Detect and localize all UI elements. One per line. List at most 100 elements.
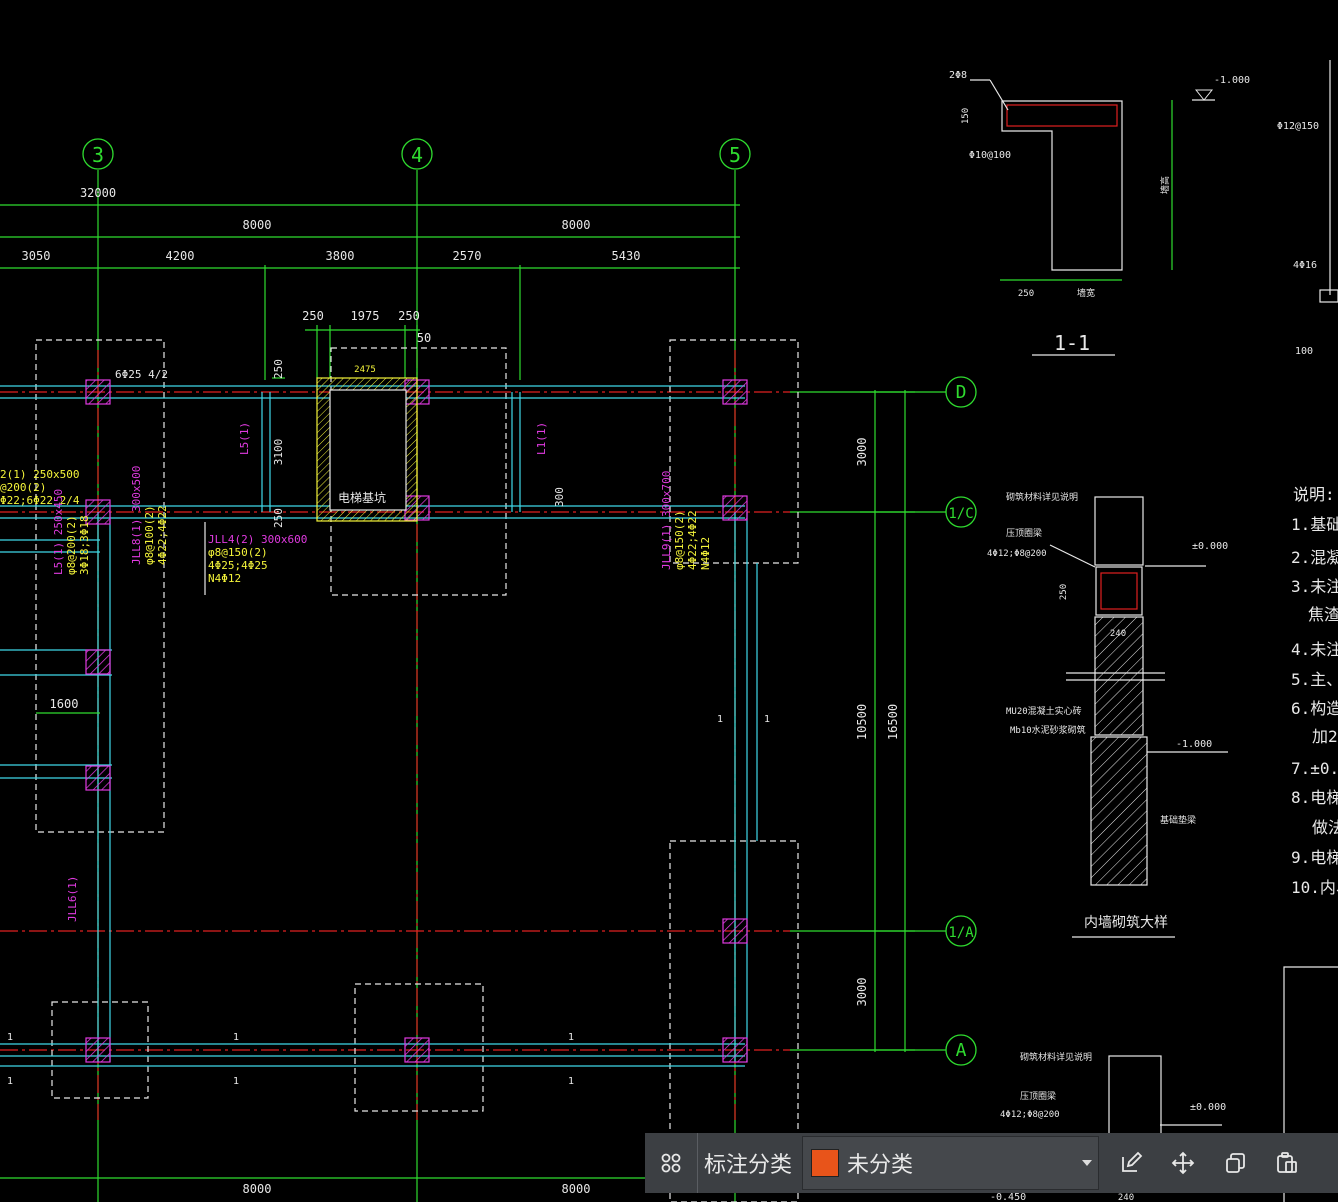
column — [404, 1037, 430, 1063]
wall-label: Mb10水泥砂浆砌筑 — [1010, 724, 1086, 736]
footing-outline — [354, 983, 484, 1112]
level-marker — [1194, 89, 1214, 101]
section-label: 100 — [1295, 346, 1313, 357]
wall-label: 4Φ12;Φ8@200 — [987, 549, 1047, 559]
dim-text: 240 — [1110, 629, 1126, 639]
section-marker: 1 — [7, 1076, 13, 1087]
dim-text: 240 — [1118, 1193, 1134, 1202]
dim-text: 8000 — [562, 218, 591, 232]
beam-note: 4Φ22;4Φ22 — [156, 505, 169, 565]
axis-bubble-top — [719, 138, 751, 170]
notes-title: 说明: — [1293, 485, 1335, 504]
move-button[interactable] — [1157, 1133, 1209, 1193]
section-label: Φ10@100 — [969, 150, 1011, 161]
section-marker: 1 — [7, 1032, 13, 1043]
wall-cap — [1094, 496, 1144, 566]
section-marker: 1 — [568, 1032, 574, 1043]
axis-label: 5 — [729, 143, 741, 167]
level-text: ±0.000 — [1190, 1102, 1226, 1113]
beam-note: JLL4(2) 300x600 — [208, 533, 307, 546]
level-text: ±0.000 — [1192, 541, 1228, 552]
paste-button[interactable] — [1261, 1133, 1313, 1193]
section-marker: 1 — [233, 1076, 239, 1087]
notes-item: 焦渣19 — [1308, 605, 1338, 624]
footing-outline — [35, 339, 165, 833]
beam-note: N4Φ12 — [208, 572, 241, 585]
dim-text: 250 — [398, 309, 420, 323]
wall-label: 压顶圈梁 — [1006, 527, 1042, 539]
beam-note: JLL6(1) — [66, 876, 79, 922]
category-dropdown[interactable]: 未分类 — [802, 1136, 1100, 1190]
dim-text: 250 — [1018, 289, 1034, 299]
axis-label: A — [956, 1040, 967, 1061]
wall-label: 基础垫梁 — [1160, 814, 1196, 826]
level-text: -1.000 — [1214, 75, 1250, 86]
dim-text: 1975 — [351, 309, 380, 323]
dim-text: 3000 — [855, 438, 869, 467]
frame-edge — [1283, 966, 1338, 1202]
section-base — [1319, 289, 1338, 303]
copy-icon — [1226, 1153, 1245, 1173]
copy-button[interactable] — [1209, 1133, 1261, 1193]
section-label: Φ12@150 — [1277, 121, 1319, 132]
pit-inner — [329, 389, 407, 511]
axis-label: 1/A — [948, 925, 974, 941]
beam-note: φ8@150(2) — [673, 510, 686, 570]
beam-note: N4Φ12 — [699, 537, 712, 570]
ring-beam — [1095, 566, 1143, 616]
column — [722, 918, 748, 944]
beam-note: L5(1) — [238, 422, 251, 455]
dim-text: 4200 — [166, 249, 195, 263]
dim-text: 250 — [302, 309, 324, 323]
section-marker: 1 — [233, 1032, 239, 1043]
beam-note: 6Φ25 4/2 — [115, 368, 168, 381]
dim-text: 10500 — [855, 704, 869, 740]
paste-icon — [1277, 1152, 1297, 1173]
dim-text: 250 — [272, 359, 285, 379]
category-color-swatch — [811, 1149, 840, 1177]
dim-text: 3800 — [326, 249, 355, 263]
column — [722, 379, 748, 405]
annotation-toolbar: 标注分类 未分类 — [645, 1133, 1338, 1193]
foundation-beam — [1090, 736, 1148, 886]
column — [85, 1037, 111, 1063]
column — [722, 1037, 748, 1063]
notes-item: 10.内、外 — [1291, 878, 1338, 897]
notes-item: 1.基础施 — [1291, 515, 1338, 534]
section-rebar — [1006, 104, 1118, 127]
section-marker: 1 — [764, 714, 770, 725]
leader — [989, 79, 1009, 111]
beam-note: φ8@200(2) — [65, 515, 78, 575]
footing-outline — [51, 1001, 149, 1099]
dim-text: 8000 — [243, 1182, 272, 1196]
section-1-1-outline — [1001, 100, 1123, 271]
axis-label: 1/C — [948, 506, 973, 522]
section-label: 4Φ16 — [1293, 260, 1317, 271]
level-text: -0.450 — [990, 1192, 1026, 1202]
column — [85, 379, 111, 405]
column — [85, 765, 111, 791]
beam-note: 2(1) 250x500 — [0, 468, 79, 481]
notes-item: 5.主、次 — [1291, 670, 1338, 689]
dim-text: 300 — [553, 487, 566, 507]
dim-text: 250 — [1059, 584, 1069, 600]
level-text: -1.000 — [1176, 739, 1212, 750]
wall-label: 压顶圈梁 — [1020, 1090, 1056, 1102]
dim-text: 3050 — [22, 249, 51, 263]
column — [722, 495, 748, 521]
ring-beam-rebar — [1100, 572, 1138, 610]
beam-note: φ8@100(2) — [143, 505, 156, 565]
notes-item: 9.电梯基 — [1291, 848, 1338, 867]
column — [85, 649, 111, 675]
dim-text: 2570 — [453, 249, 482, 263]
grid-icon — [661, 1153, 681, 1173]
edit-button[interactable] — [1105, 1133, 1157, 1193]
dim-text: 8000 — [562, 1182, 591, 1196]
wall-label: MU20混凝土实心砖 — [1006, 705, 1082, 717]
section-title: 1-1 — [1054, 331, 1090, 355]
grid-button[interactable] — [645, 1133, 697, 1193]
category-selected-value: 未分类 — [847, 1153, 914, 1178]
beam-note: 4Φ22;4Φ22 — [686, 510, 699, 570]
notes-item: 4.未注明 — [1291, 640, 1338, 659]
